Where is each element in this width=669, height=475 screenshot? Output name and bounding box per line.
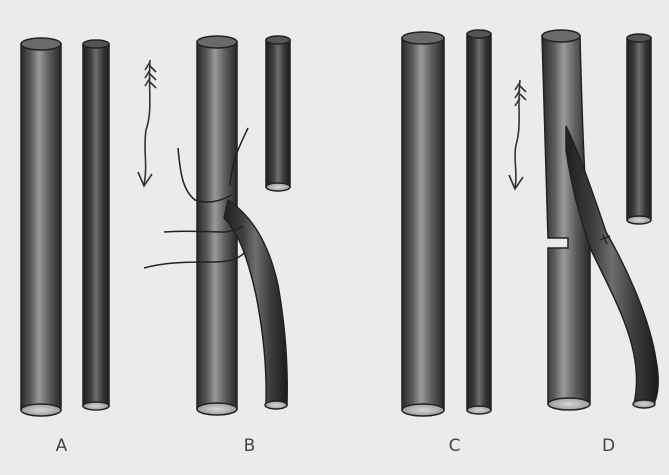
arrow-down-icon (138, 60, 156, 186)
thin-vessel-a (83, 40, 109, 410)
thick-vessel-c (402, 32, 444, 416)
panel-label-c: C (440, 436, 470, 456)
panel-label-b: B (235, 436, 265, 456)
panel-b (144, 36, 290, 415)
thin-vessel-stump-b (266, 36, 290, 191)
thin-vessel-c (467, 30, 491, 414)
panel-c (402, 30, 526, 416)
thin-vessel-stump-d (627, 34, 651, 224)
arrow-down-icon (509, 80, 526, 189)
thick-vessel-a (21, 38, 61, 416)
panel-label-d: D (594, 436, 624, 456)
panel-label-a: A (47, 436, 77, 456)
panel-d (542, 30, 658, 410)
panel-a (21, 38, 156, 416)
